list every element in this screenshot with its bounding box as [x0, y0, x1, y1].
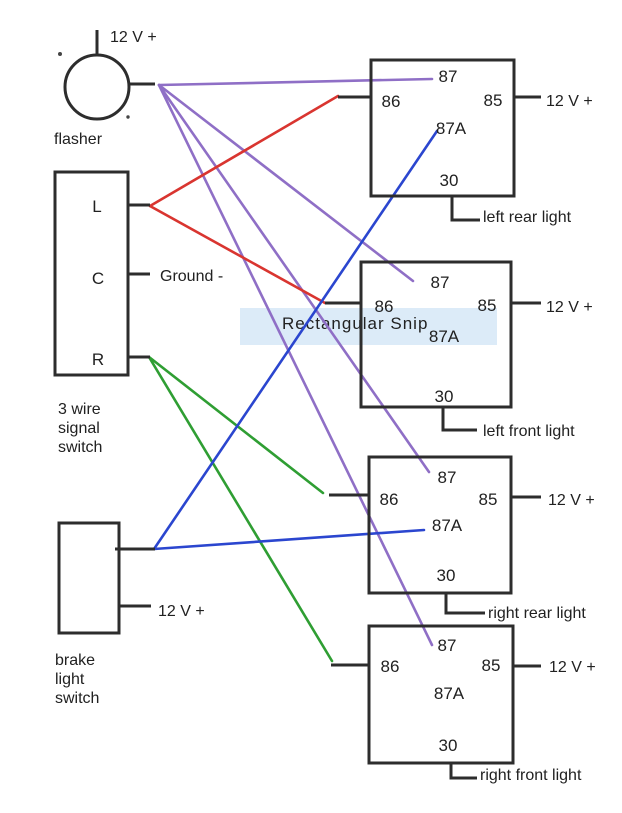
wires [147, 77, 439, 663]
wire-purple-flasher-relay1-87 [157, 77, 434, 87]
signal-switch-label-line3: switch [58, 439, 102, 456]
relay-3-30-lead [444, 593, 485, 615]
relay-2-pin-86-label: 86 [375, 297, 394, 316]
relay-1-pin-86-label: 86 [382, 92, 401, 111]
relay-3-pin-87-label: 87 [438, 468, 457, 487]
signal-switch-pin-L-label: L [92, 197, 101, 216]
brake-switch-box [57, 521, 121, 635]
relay-1-pin-85-label: 85 [484, 91, 503, 110]
dot-speck-2 [126, 115, 130, 119]
ground-label: Ground - [160, 268, 223, 285]
brake-switch-power-label: 12 V + [158, 603, 205, 620]
relay-3-pin-87A-label: 87A [432, 516, 463, 535]
watermark-text: Rectangular Snip [282, 314, 428, 333]
signal-switch-label-line1: 3 wire [58, 401, 101, 418]
signal-switch-pin-C-label: C [92, 269, 104, 288]
wire-purple-flasher-relay4-87 [157, 83, 434, 647]
relay-4-pin-87A-label: 87A [434, 684, 465, 703]
relay-3: 87 86 85 87A 30 12 V + right rear light [329, 455, 595, 622]
relay-2-pin-85-label: 85 [478, 296, 497, 315]
relay-2-pin-30-label: 30 [435, 387, 454, 406]
flasher-power-label: 12 V + [110, 29, 157, 46]
relay-2-30-lead [441, 407, 477, 432]
signal-switch-label-line2: signal [58, 420, 100, 437]
brake-switch-label-line3: switch [55, 690, 99, 707]
relay-2-power-label: 12 V + [546, 299, 593, 316]
relay-4-pin-86-label: 86 [381, 657, 400, 676]
brake-switch-symbol [57, 521, 155, 635]
relay-1: 87 86 85 87A 30 12 V + left rear light [338, 58, 593, 226]
wire-red-L-relay1-86 [148, 94, 340, 208]
relay-2-pin-87-label: 87 [431, 273, 450, 292]
brake-switch-label-line2: light [55, 671, 85, 688]
dot-speck-1 [58, 52, 62, 56]
wire-green-R-relay3-86 [147, 355, 325, 495]
relay-1-pin-30-label: 30 [440, 171, 459, 190]
relay-3-light-label: right rear light [488, 605, 586, 622]
relay-1-light-label: left rear light [483, 209, 572, 226]
relay-4-pin-85-label: 85 [482, 656, 501, 675]
relay-4-pin-87-label: 87 [438, 636, 457, 655]
wire-green-R-relay4-86 [147, 355, 334, 663]
relay-3-pin-86-label: 86 [380, 490, 399, 509]
wire-red-L-relay2-86 [148, 204, 327, 305]
relay-4-30-lead [449, 763, 477, 780]
brake-switch-label-line1: brake [55, 652, 95, 669]
relay-1-power-label: 12 V + [546, 93, 593, 110]
relay-2: 87 86 85 87A 30 12 V + left front light [325, 260, 593, 440]
relay-3-power-label: 12 V + [548, 492, 595, 509]
relay-2-light-label: left front light [483, 423, 575, 440]
relay-1-pin-87A-label: 87A [436, 119, 467, 138]
relay-3-pin-85-label: 85 [479, 490, 498, 509]
relay-4-power-label: 12 V + [549, 659, 596, 676]
relay-1-30-lead [450, 196, 480, 222]
wire-purple-flasher-relay2-87 [157, 83, 415, 283]
relay-4-pin-30-label: 30 [439, 736, 458, 755]
relay-2-box [359, 260, 513, 409]
wire-blue-brake-relay1-87A [152, 129, 439, 551]
relay-1-box [369, 58, 516, 198]
relay-1-pin-87-label: 87 [439, 67, 458, 86]
relay-4-light-label: right front light [480, 767, 582, 784]
flasher-symbol [63, 30, 155, 121]
relay-3-box [367, 455, 513, 595]
relay-2-pin-87A-label: 87A [429, 327, 460, 346]
relay-4: 87 86 85 87A 30 12 V + right front light [331, 624, 596, 784]
wire-blue-brake-relay3-87A [152, 528, 426, 551]
relay-4-box [367, 624, 515, 765]
flasher-label: flasher [54, 131, 103, 148]
flasher-circle [63, 53, 131, 121]
signal-switch-symbol [53, 170, 150, 377]
relay-3-pin-30-label: 30 [437, 566, 456, 585]
signal-switch-pin-R-label: R [92, 350, 104, 369]
